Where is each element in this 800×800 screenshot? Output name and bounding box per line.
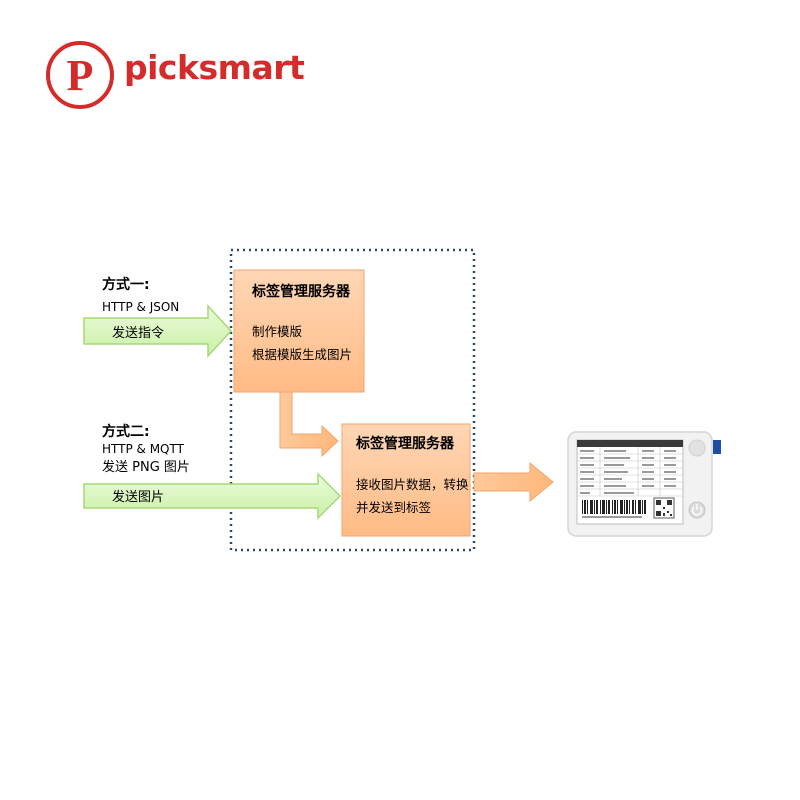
method2-title: 方式二: <box>102 423 150 440</box>
shelf-label-device <box>568 432 721 536</box>
box2-line1: 接收图片数据，转换 <box>356 477 469 492</box>
device-screen-header <box>577 440 683 447</box>
method1-title: 方式一: <box>102 276 150 293</box>
send-command-label: 发送指令 <box>112 325 164 341</box>
box1-line2: 根据模版生成图片 <box>252 347 352 362</box>
method2-detail: 发送 PNG 图片 <box>102 459 190 475</box>
method2-protocol: HTTP & MQTT <box>102 442 185 456</box>
device-side-tab <box>713 440 721 454</box>
box2-title: 标签管理服务器 <box>355 435 455 452</box>
internal-flow-arrow <box>280 392 338 456</box>
send-image-label: 发送图片 <box>112 489 164 505</box>
device-qr-code <box>654 498 674 518</box>
device-led <box>689 440 705 456</box>
box1-line1: 制作模版 <box>252 324 303 339</box>
box1-title: 标签管理服务器 <box>251 283 351 300</box>
method1-protocol: HTTP & JSON <box>102 300 179 314</box>
output-arrow <box>474 463 553 501</box>
box2-line2: 并发送到标签 <box>356 500 432 515</box>
